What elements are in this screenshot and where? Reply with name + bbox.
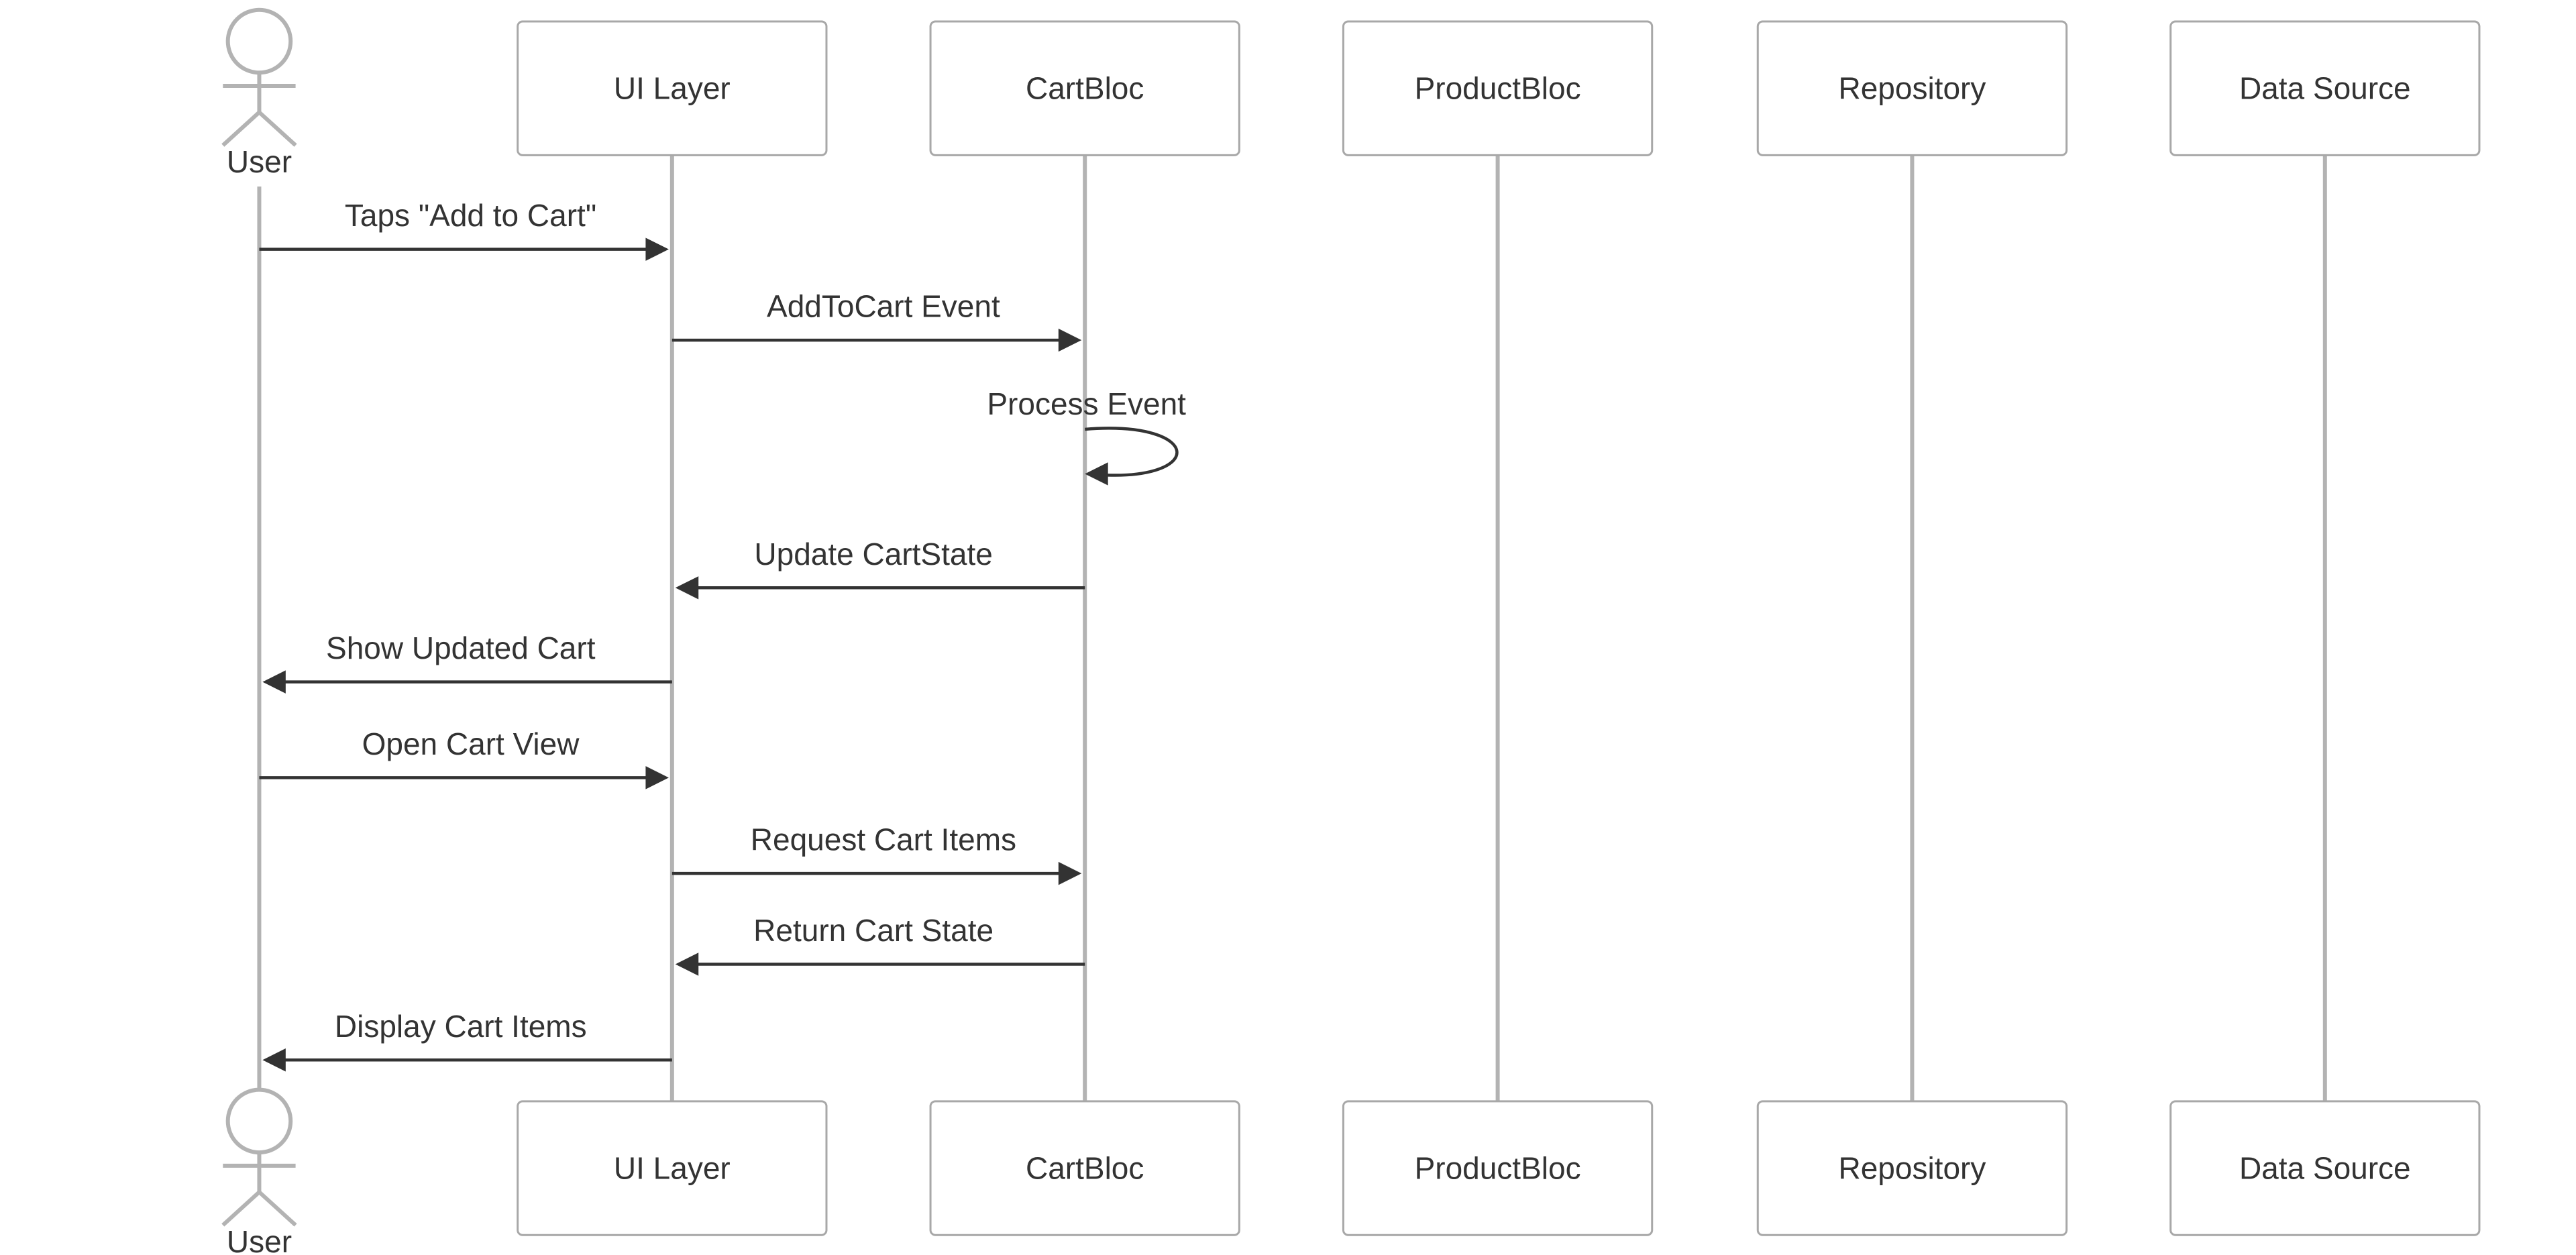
participant-label: CartBloc xyxy=(1026,1151,1144,1186)
participants-bottom: User UI Layer CartBloc ProductBloc Repositor… xyxy=(221,1087,2481,1255)
participant-product-top: ProductBloc xyxy=(1342,20,1654,156)
participant-label: Data Source xyxy=(2239,71,2411,106)
message-label: Open Cart View xyxy=(362,726,580,761)
message-9: Display Cart Items xyxy=(262,1009,672,1072)
participant-box xyxy=(2169,1100,2481,1236)
participant-cart-top: CartBloc xyxy=(929,20,1240,156)
message-label: Request Cart Items xyxy=(751,822,1016,857)
participant-box xyxy=(929,1100,1240,1236)
actor-user-bottom: User xyxy=(221,1087,297,1255)
participant-label: Data Source xyxy=(2239,1151,2411,1186)
lifelines xyxy=(257,155,2327,1101)
participant-ds-bottom: Data Source xyxy=(2169,1100,2481,1236)
participants-top: User UI Layer CartBloc ProductBloc Repositor… xyxy=(221,7,2481,179)
participant-repo-top: Repository xyxy=(1756,20,2068,156)
person-icon xyxy=(221,7,297,147)
arrowhead xyxy=(1085,462,1108,486)
message-7: Request Cart Items xyxy=(672,822,1082,885)
participant-label: ProductBloc xyxy=(1415,1151,1581,1186)
arrowhead xyxy=(1058,328,1082,352)
arrowhead xyxy=(645,237,669,261)
actor-legs xyxy=(221,109,297,147)
message-6: Open Cart View xyxy=(259,726,669,789)
message-label: Display Cart Items xyxy=(335,1009,587,1044)
actor-head xyxy=(225,7,293,75)
message-label: Return Cart State xyxy=(753,913,994,948)
message-3: Process Event xyxy=(987,386,1186,486)
participant-box xyxy=(1756,1100,2068,1236)
participant-box xyxy=(2169,20,2481,156)
message-4: Update CartState xyxy=(675,537,1085,600)
arrowhead xyxy=(262,670,286,694)
arrowhead xyxy=(675,576,699,600)
message-5: Show Updated Cart xyxy=(262,631,672,694)
arrowhead xyxy=(645,766,669,789)
participant-ds-top: Data Source xyxy=(2169,20,2481,156)
actor-head xyxy=(225,1087,293,1155)
arrowhead xyxy=(1058,861,1082,885)
actor-label: User xyxy=(227,1224,292,1255)
participant-box xyxy=(1756,20,2068,156)
arrowhead xyxy=(262,1048,286,1072)
message-2: AddToCart Event xyxy=(672,289,1082,352)
message-label: Update CartState xyxy=(754,537,992,571)
message-1: Taps "Add to Cart" xyxy=(259,198,669,261)
person-icon xyxy=(221,1087,297,1227)
participant-label: ProductBloc xyxy=(1415,71,1581,106)
arrowhead xyxy=(675,952,699,976)
participant-label: Repository xyxy=(1838,1151,1986,1186)
participant-box xyxy=(929,20,1240,156)
participant-product-bottom: ProductBloc xyxy=(1342,1100,1654,1236)
message-label: Process Event xyxy=(987,386,1186,421)
message-label: Show Updated Cart xyxy=(326,631,596,665)
self-loop-arrow xyxy=(1085,427,1179,477)
participant-box xyxy=(1342,20,1654,156)
actor-label: User xyxy=(227,144,292,179)
participant-label: Repository xyxy=(1838,71,1986,106)
participant-label: CartBloc xyxy=(1026,71,1144,106)
participant-label: UI Layer xyxy=(614,71,731,106)
message-8: Return Cart State xyxy=(675,913,1085,976)
message-label: Taps "Add to Cart" xyxy=(345,198,596,233)
participant-label: UI Layer xyxy=(614,1151,731,1186)
actor-user-top: User xyxy=(221,7,297,179)
participant-ui-bottom: UI Layer xyxy=(517,1100,828,1236)
participant-cart-bottom: CartBloc xyxy=(929,1100,1240,1236)
messages: Taps "Add to Cart" AddToCart EventProcess… xyxy=(259,198,1186,1072)
participant-repo-bottom: Repository xyxy=(1756,1100,2068,1236)
participant-box xyxy=(517,1100,828,1236)
actor-legs xyxy=(221,1189,297,1227)
participant-box xyxy=(1342,1100,1654,1236)
message-label: AddToCart Event xyxy=(767,289,1000,324)
participant-ui-top: UI Layer xyxy=(517,20,828,156)
participant-box xyxy=(517,20,828,156)
